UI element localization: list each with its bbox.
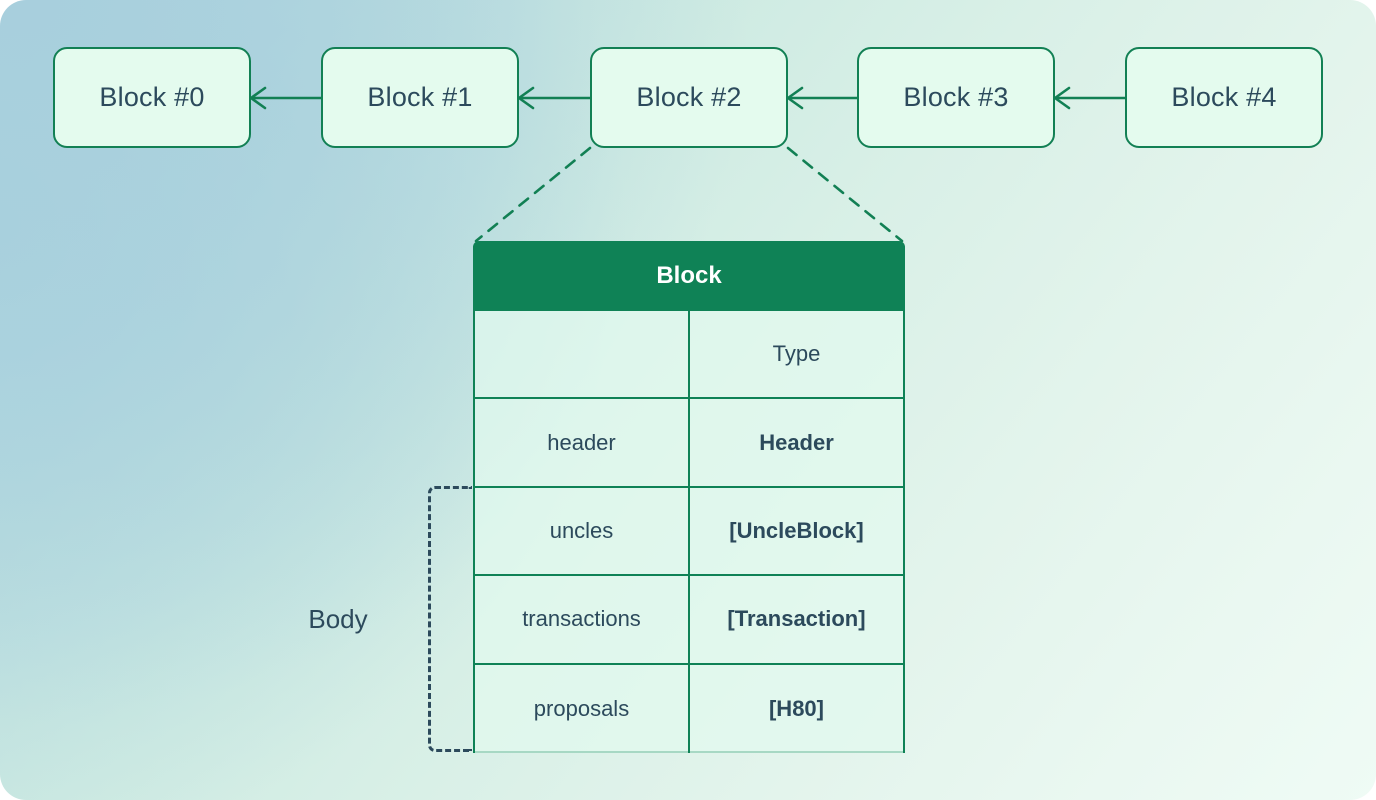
arrow-block4-to-block3	[1053, 86, 1125, 110]
table-header-cell-type: Type	[690, 311, 903, 398]
table-header-cell-name	[475, 311, 690, 398]
chain-block-3[interactable]: Block #3	[857, 47, 1055, 148]
chain-block-label: Block #0	[99, 82, 205, 112]
chain-block-label: Block #3	[903, 82, 1009, 112]
arrow-block1-to-block0	[249, 86, 321, 110]
table-cell-field-type: Header	[690, 399, 903, 486]
table-row: proposals[H80]	[475, 664, 903, 753]
table-row: uncles[UncleBlock]	[475, 487, 903, 577]
table-header-row: Type	[475, 311, 903, 400]
table-cell-field-type: [Transaction]	[690, 576, 903, 663]
chain-block-4[interactable]: Block #4	[1125, 47, 1323, 148]
body-label: Body	[308, 604, 368, 634]
connector-left-dashed	[474, 146, 592, 243]
chain-block-0[interactable]: Block #0	[53, 47, 251, 148]
table-cell-field-name: uncles	[475, 487, 690, 575]
table-cell-field-name: proposals	[475, 664, 690, 753]
chain-block-1[interactable]: Block #1	[321, 47, 519, 148]
arrow-block2-to-block1	[517, 86, 590, 110]
table-cell-field-type: [H80]	[690, 664, 903, 753]
table-cell-field-type: [UncleBlock]	[690, 487, 903, 575]
connector-right-dashed	[786, 146, 904, 243]
table-cell-field-name: header	[475, 399, 690, 486]
chain-block-label: Block #4	[1171, 82, 1277, 112]
table-row: transactions[Transaction]	[475, 576, 903, 665]
table-title: Block	[473, 241, 905, 311]
chain-block-label: Block #1	[367, 82, 473, 112]
chain-block-label: Block #2	[636, 82, 742, 112]
chain-block-2[interactable]: Block #2	[590, 47, 788, 148]
body-bracket	[428, 486, 472, 752]
arrow-block3-to-block2	[786, 86, 857, 110]
table-cell-field-name: transactions	[475, 576, 690, 663]
